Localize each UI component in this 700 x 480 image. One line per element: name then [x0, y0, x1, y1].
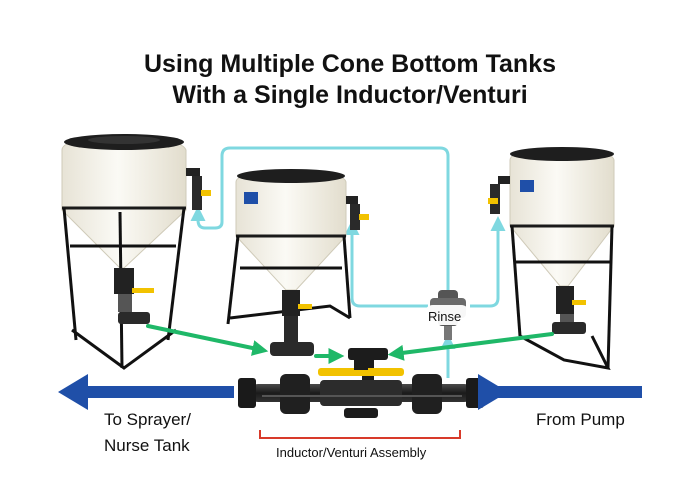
flow-arrow-right-tank — [387, 332, 554, 361]
label-to-sprayer-line-1: To Sprayer/ — [104, 410, 191, 429]
label-inductor-assembly: Inductor/Venturi Assembly — [276, 445, 427, 460]
center-tank-stand — [226, 235, 352, 325]
assembly-bracket — [259, 430, 461, 439]
center-tank — [226, 169, 369, 356]
label-from-pump: From Pump — [536, 410, 625, 429]
diagram-title-line-1: Using Multiple Cone Bottom Tanks — [143, 50, 557, 78]
right-tank — [488, 147, 615, 371]
rinse-line-center-tank — [344, 220, 428, 308]
diagram-title-line-2: With a Single Inductor/Venturi — [172, 81, 528, 109]
rinse-line-left-tank — [190, 146, 450, 292]
left-tank — [61, 134, 211, 370]
rinse-lines — [190, 146, 506, 378]
flow-arrows — [146, 324, 554, 364]
right-arrow-icon — [478, 374, 642, 410]
flow-arrow-left-tank — [146, 324, 269, 356]
main-flow — [58, 374, 642, 410]
rinse-line-right-tank — [470, 216, 506, 308]
label-to-sprayer-line-2: Nurse Tank — [104, 436, 190, 455]
venturi-assembly — [238, 358, 484, 418]
label-rinse: Rinse — [428, 309, 462, 324]
rinse-label-backdrop — [424, 305, 470, 325]
left-arrow-icon — [58, 374, 234, 410]
right-tank-stand — [510, 225, 614, 371]
